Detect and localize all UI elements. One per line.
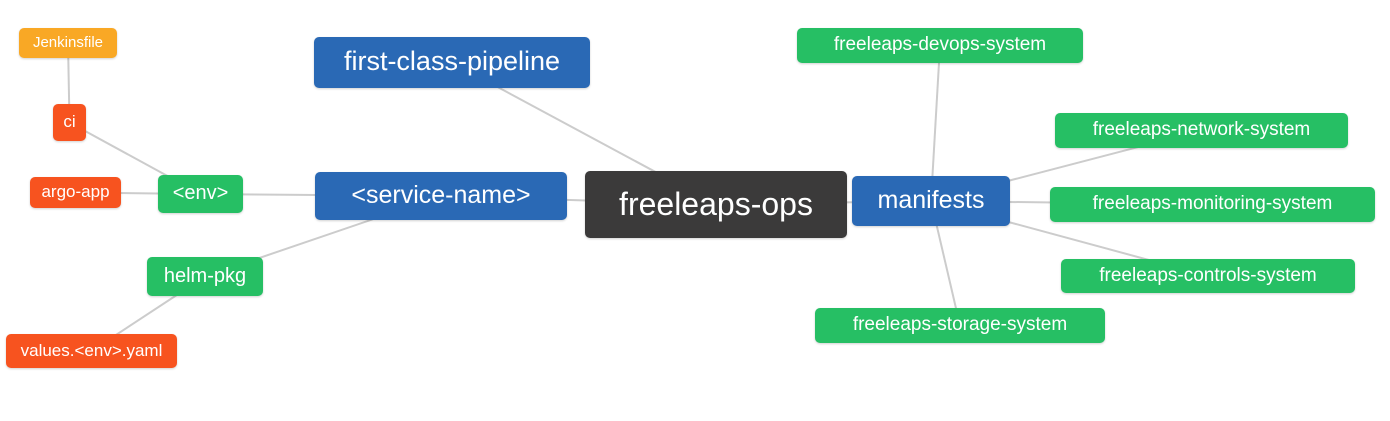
node-helm-pkg[interactable]: helm-pkg bbox=[147, 257, 263, 296]
node-freeleaps-monitoring-system[interactable]: freeleaps-monitoring-system bbox=[1050, 187, 1375, 222]
node-ci[interactable]: ci bbox=[53, 104, 86, 141]
node-values-env-yaml[interactable]: values.<env>.yaml bbox=[6, 334, 177, 368]
node-label: freeleaps-network-system bbox=[1092, 119, 1311, 140]
node-label: freeleaps-ops bbox=[619, 185, 813, 222]
node-label: <env> bbox=[172, 182, 229, 204]
node-label: first-class-pipeline bbox=[343, 46, 561, 76]
node-label: freeleaps-storage-system bbox=[852, 314, 1068, 335]
node-label: <service-name> bbox=[351, 180, 531, 209]
node-label: freeleaps-devops-system bbox=[833, 34, 1047, 55]
node-label: helm-pkg bbox=[163, 264, 247, 287]
node-freeleaps-storage-system[interactable]: freeleaps-storage-system bbox=[815, 308, 1105, 343]
node-freeleaps-devops-system[interactable]: freeleaps-devops-system bbox=[797, 28, 1083, 63]
node-service-name[interactable]: <service-name> bbox=[315, 172, 567, 220]
node-label: freeleaps-monitoring-system bbox=[1092, 193, 1333, 214]
node-freeleaps-ops[interactable]: freeleaps-ops bbox=[585, 171, 847, 238]
node-label: ci bbox=[63, 112, 76, 131]
node-manifests[interactable]: manifests bbox=[852, 176, 1010, 226]
node-freeleaps-network-system[interactable]: freeleaps-network-system bbox=[1055, 113, 1348, 148]
node-label: values.<env>.yaml bbox=[20, 340, 163, 360]
node-label: manifests bbox=[877, 185, 985, 214]
node-env[interactable]: <env> bbox=[158, 175, 243, 213]
node-argo-app[interactable]: argo-app bbox=[30, 177, 121, 208]
node-jenkinsfile[interactable]: Jenkinsfile bbox=[19, 28, 117, 58]
node-first-class-pipeline[interactable]: first-class-pipeline bbox=[314, 37, 590, 88]
node-label: Jenkinsfile bbox=[32, 33, 104, 51]
node-label: argo-app bbox=[41, 182, 110, 201]
node-label: freeleaps-controls-system bbox=[1099, 264, 1317, 286]
node-freeleaps-controls-system[interactable]: freeleaps-controls-system bbox=[1061, 259, 1355, 293]
